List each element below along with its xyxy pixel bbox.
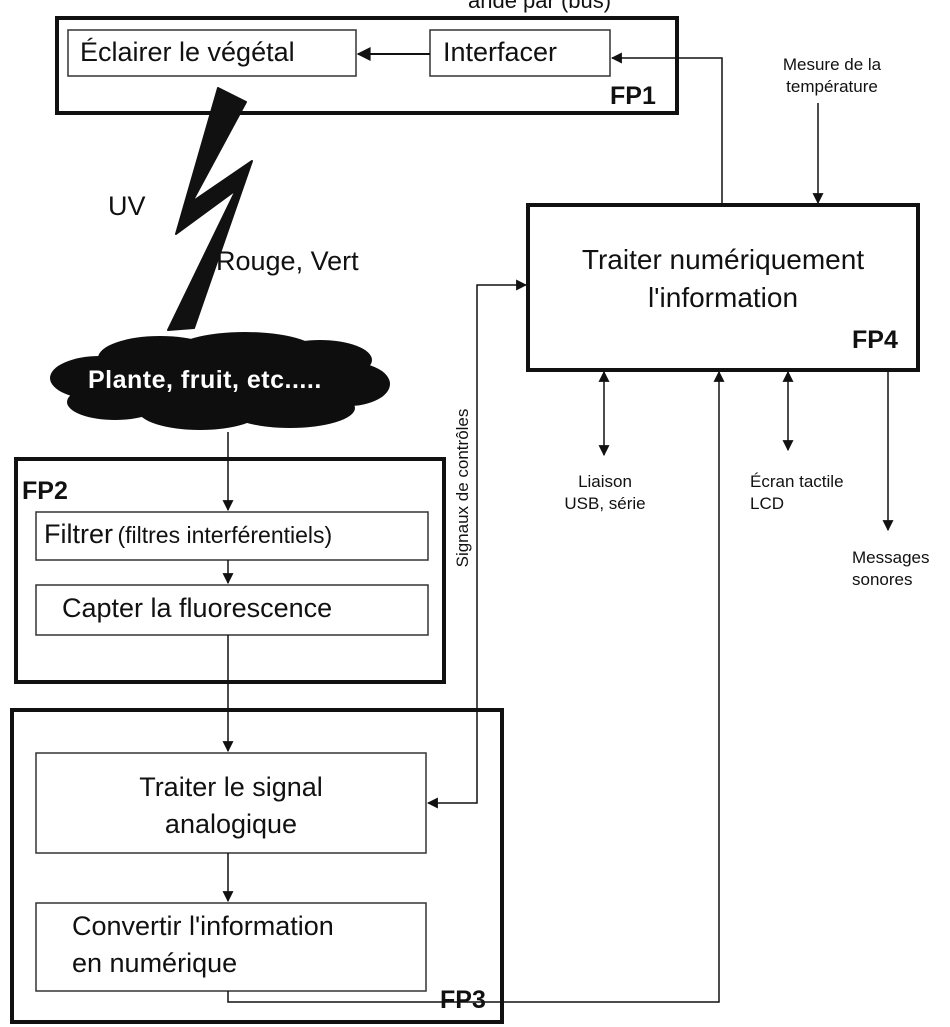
liaison-line1: Liaison: [578, 472, 632, 491]
fp3-tag: FP3: [440, 986, 486, 1014]
arrow-convertir-to-fp4: [227, 370, 725, 1003]
uv-label: UV: [108, 191, 146, 221]
ecran-line2: LCD: [750, 494, 785, 513]
ecran-line1: Écran tactile: [750, 472, 844, 491]
messages-line2: sonores: [852, 570, 913, 589]
eclairer-box: [67, 29, 357, 77]
rouge-vert-label: Rouge, Vert: [216, 246, 359, 276]
fp4-tag: FP4: [852, 326, 898, 354]
eclairer-label: Éclairer le végétal: [80, 37, 295, 67]
capter-label: Capter la fluorescence: [62, 593, 333, 623]
messages-line1: Messages: [852, 548, 930, 567]
fp3-block: [10, 708, 504, 1024]
lightning-bolt-icon: [167, 87, 253, 331]
fp4-block: [526, 203, 920, 372]
convertir-line2: en numérique: [72, 948, 238, 978]
filtrer-main: Filtrer: [44, 519, 113, 549]
fp2-block: [14, 457, 446, 684]
filtrer-label: Filtrer (filtres interférentiels): [44, 519, 332, 550]
plante-label: Plante, fruit, etc.....: [88, 366, 322, 394]
convertir-line1: Convertir l'information: [72, 911, 334, 941]
fp2-tag: FP2: [22, 477, 68, 505]
arrow-signaux-controles: [426, 279, 528, 809]
fp4-line2: l'information: [647, 282, 799, 313]
interfacer-label: Interfacer: [443, 37, 558, 67]
plant-cloud-icon: [50, 332, 390, 430]
traiter-signal-line1: Traiter le signal: [139, 772, 323, 802]
mesure-line1: Mesure de la: [782, 55, 882, 74]
arrow-fp4-to-interfacer: [610, 52, 723, 205]
mesure-line2: température: [786, 77, 878, 96]
liaison-line2: USB, série: [564, 494, 646, 513]
filtrer-detail: (filtres interférentiels): [117, 522, 333, 548]
fp1-tag: FP1: [610, 82, 656, 110]
top-cut-text: ande par (bus): [468, 0, 612, 13]
fp4-line1: Traiter numériquement: [581, 244, 865, 275]
convertir-box: [35, 902, 427, 992]
traiter-signal-line2: analogique: [164, 809, 298, 839]
fp1-block: [55, 16, 679, 115]
traiter-signal-box: [35, 752, 427, 854]
signaux-controles-label: Signaux de contrôles: [453, 408, 472, 568]
